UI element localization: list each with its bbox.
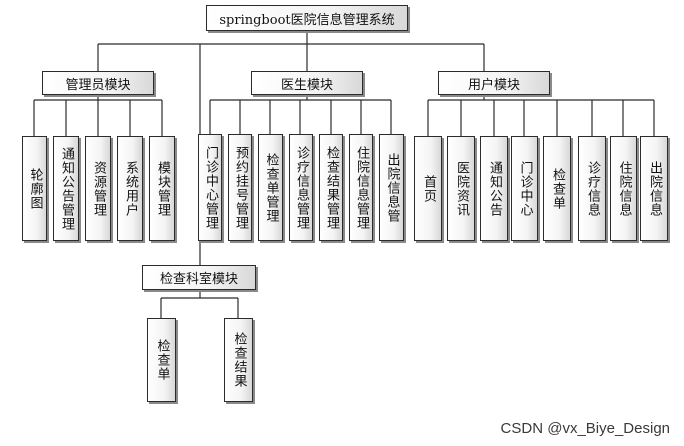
user-item-box: 诊疗信息 <box>578 136 606 241</box>
user-item-box: 医院资讯 <box>447 136 475 241</box>
lab-module-box: 检查科室模块 <box>142 265 256 290</box>
root-box: springboot医院信息管理系统 <box>206 5 408 31</box>
doctor-item-box: 出院信息管 <box>379 134 404 241</box>
doctor-item-box: 住院信息管理 <box>349 134 373 241</box>
user-item-box: 首页 <box>414 136 442 241</box>
doctor-item-box: 预约挂号管理 <box>228 134 252 241</box>
user-item-box: 出院信息 <box>640 136 668 241</box>
user-item-box: 检查单 <box>543 136 571 241</box>
doctor-item-box: 检查单管理 <box>258 134 283 241</box>
admin-item-box: 模块管理 <box>149 136 175 241</box>
admin-item-box: 轮廓图 <box>22 136 47 241</box>
admin-item-box: 资源管理 <box>85 136 111 241</box>
user-item-box: 住院信息 <box>610 136 637 241</box>
doctor-item-box: 诊疗信息管理 <box>289 134 313 241</box>
user-item-box: 通知公告 <box>480 136 508 241</box>
lab-item-box: 检查单 <box>147 318 176 402</box>
user-module-box: 用户模块 <box>438 71 550 95</box>
admin-module-box: 管理员模块 <box>42 71 154 95</box>
doctor-module-box: 医生模块 <box>251 71 363 95</box>
admin-item-box: 通知公告管理 <box>53 136 79 241</box>
admin-item-box: 系统用户 <box>117 136 143 241</box>
doctor-item-box: 检查结果管理 <box>319 134 343 241</box>
user-item-box: 门诊中心 <box>511 136 538 241</box>
lab-item-box: 检查结果 <box>224 318 253 402</box>
watermark: CSDN @vx_Biye_Design <box>500 420 670 437</box>
doctor-item-box: 门诊中心管理 <box>198 134 222 241</box>
